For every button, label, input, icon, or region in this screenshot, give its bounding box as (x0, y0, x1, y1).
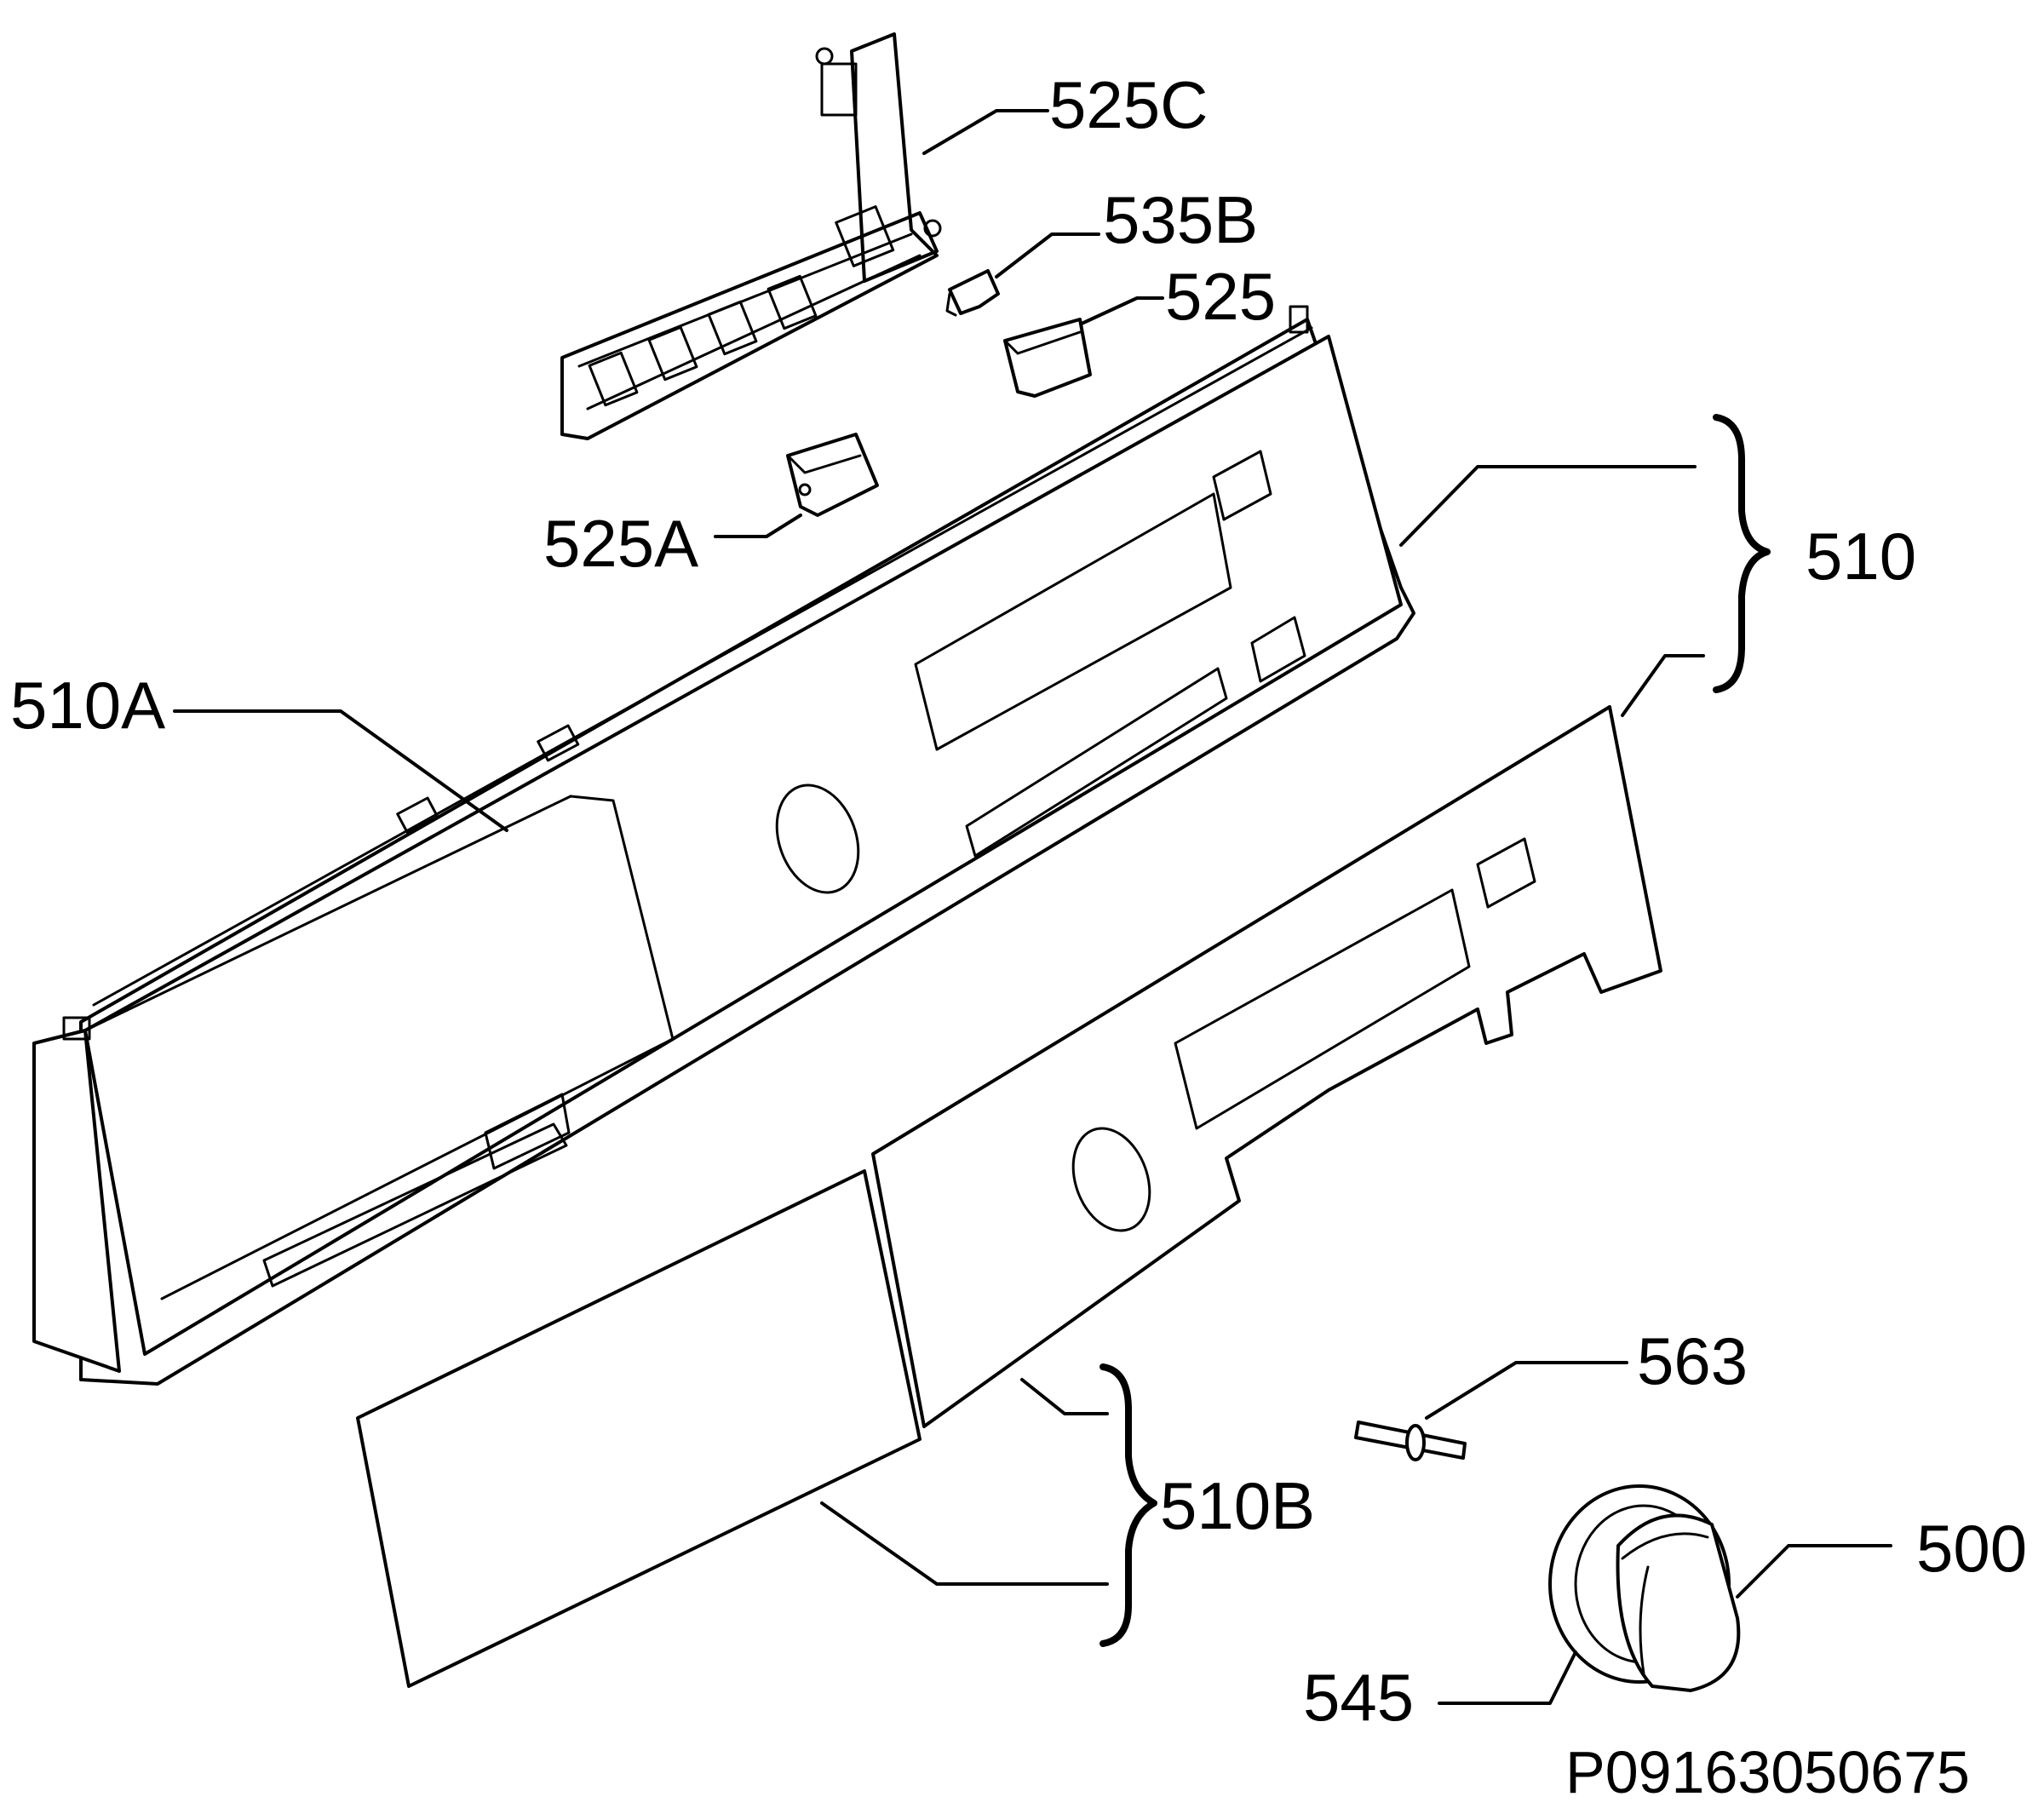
part-563-pin (1354, 1421, 1467, 1461)
label-563: 563 (1637, 1323, 1748, 1398)
label-525C: 525C (1049, 67, 1208, 142)
brace-510B (1100, 1363, 1157, 1647)
label-535B: 535B (1103, 182, 1258, 257)
leader-510B-upper (1020, 1378, 1109, 1415)
leader-525 (1080, 296, 1164, 325)
leader-525A (714, 514, 802, 538)
brace-510 (1713, 414, 1771, 693)
label-525A: 525A (543, 506, 698, 581)
reference-code: P09163050675 (1565, 1739, 1970, 1805)
callout-labels: 525C 535B 525 525A 510 510A 563 510B 500… (10, 67, 2027, 1735)
label-500: 500 (1916, 1511, 2027, 1586)
part-510A-control-panel (32, 305, 1415, 1386)
leader-510-lower (1621, 654, 1705, 717)
label-510: 510 (1806, 519, 1916, 594)
part-525A-button (786, 433, 879, 517)
label-545: 545 (1303, 1660, 1414, 1735)
part-525-button (1003, 318, 1092, 398)
leader-535B (995, 232, 1100, 278)
leader-563 (1425, 1361, 1628, 1420)
leader-lines (173, 109, 1892, 1705)
part-500-knob (1616, 1513, 1741, 1692)
leader-510A (173, 709, 508, 832)
part-525C-bracket (560, 32, 942, 440)
label-525: 525 (1165, 259, 1276, 334)
leader-500 (1736, 1544, 1892, 1599)
leader-545 (1438, 1650, 1577, 1705)
leader-525C (922, 109, 1049, 155)
leader-510B-lower (820, 1501, 1109, 1586)
part-535B-clip (945, 269, 1000, 317)
leader-510-upper (1399, 465, 1697, 547)
label-510B: 510B (1160, 1468, 1315, 1543)
label-510A: 510A (10, 668, 165, 743)
part-510B-decor-panel (356, 705, 1662, 1688)
